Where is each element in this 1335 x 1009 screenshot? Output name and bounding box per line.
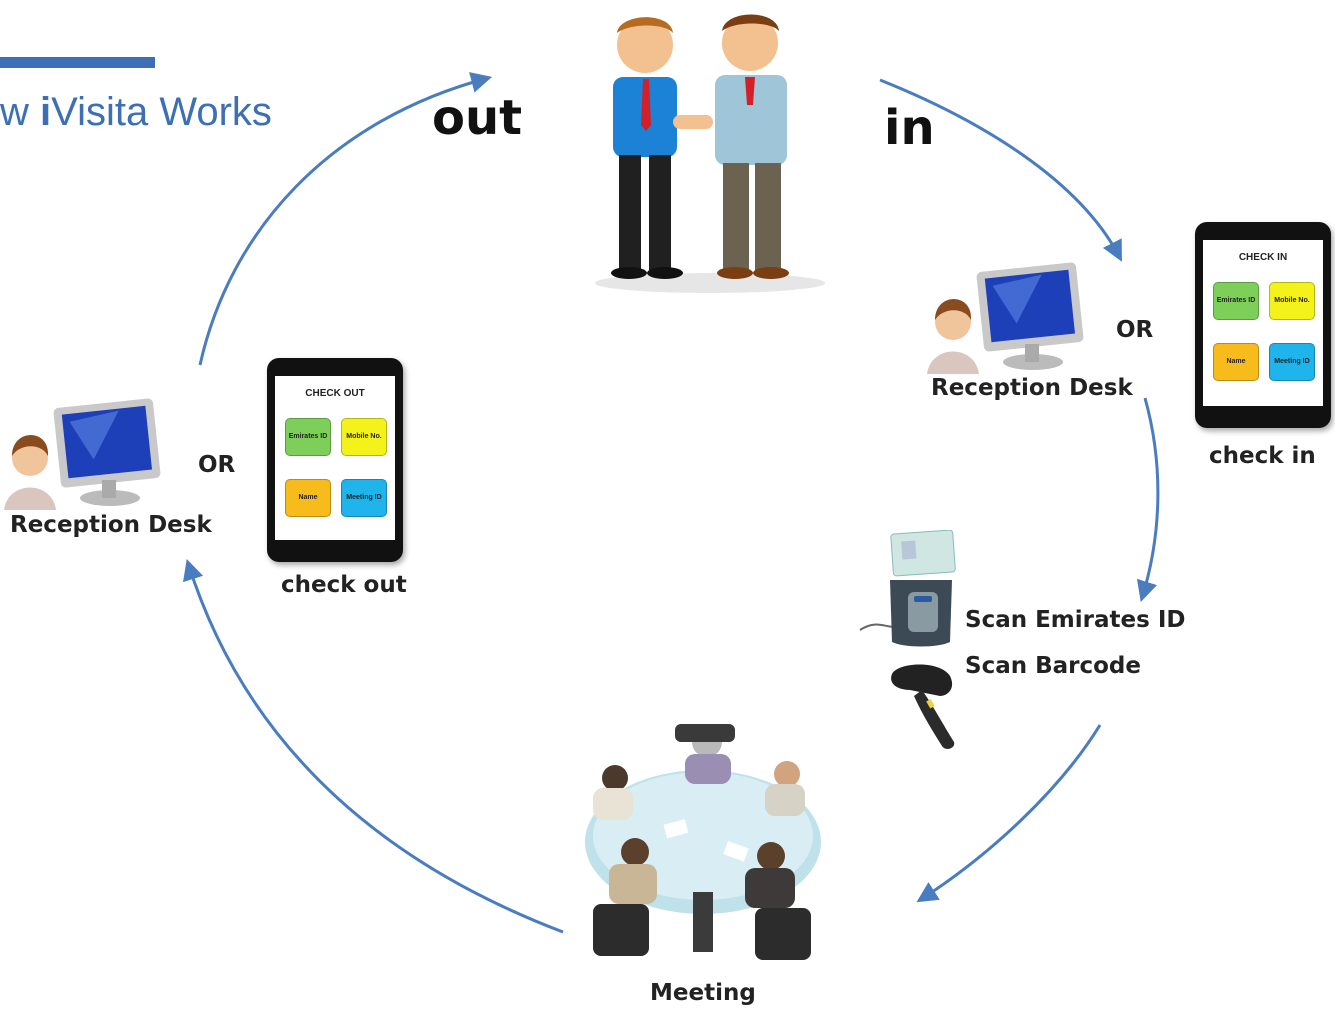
- reception-computer-icon: [927, 262, 1084, 374]
- checkout-tablet-label: check out: [281, 572, 407, 598]
- checkout-tablet-header: CHECK OUT: [305, 388, 365, 399]
- checkin-tablet-icon: CHECK IN Emirates ID Mobile No. Name Mee…: [1195, 222, 1331, 428]
- label-out: out: [432, 90, 523, 146]
- checkin-tablet-screen: CHECK IN Emirates ID Mobile No. Name Mee…: [1203, 240, 1323, 406]
- id-card-reader-icon: [859, 530, 956, 647]
- checkin-tile-mobile-no[interactable]: Mobile No.: [1269, 282, 1315, 320]
- meeting-label: Meeting: [650, 980, 756, 1006]
- checkout-tablet-icon: CHECK OUT Emirates ID Mobile No. Name Me…: [267, 358, 403, 562]
- checkout-tile-emirates-id[interactable]: Emirates ID: [285, 418, 331, 456]
- checkin-or-label: OR: [1116, 317, 1154, 343]
- checkout-tile-meeting-id[interactable]: Meeting ID: [341, 479, 387, 517]
- visitors-icon: [595, 14, 825, 293]
- reception-computer-icon: [4, 398, 161, 510]
- scan-emirates-label: Scan Emirates ID: [965, 607, 1186, 633]
- arrow-to-scan: [1136, 397, 1160, 603]
- title-accent-bar: [0, 57, 155, 68]
- checkin-tile-name[interactable]: Name: [1213, 343, 1259, 381]
- barcode-scanner-icon: [891, 664, 955, 749]
- arrow-to-meeting: [916, 724, 1102, 903]
- checkin-reception-label: Reception Desk: [931, 375, 1133, 401]
- checkin-tile-emirates-id[interactable]: Emirates ID: [1213, 282, 1259, 320]
- page-title: w iVisita Works: [0, 90, 272, 134]
- checkin-tablet-header: CHECK IN: [1238, 252, 1288, 263]
- meeting-table-icon: [585, 724, 821, 960]
- arrow-out: [198, 72, 493, 366]
- arrow-in: [879, 78, 1122, 262]
- checkin-tile-meeting-id[interactable]: Meeting ID: [1269, 343, 1315, 381]
- checkin-tablet-label: check in: [1209, 443, 1316, 469]
- checkout-tile-mobile-no[interactable]: Mobile No.: [341, 418, 387, 456]
- scan-barcode-label: Scan Barcode: [965, 653, 1141, 679]
- checkout-or-label: OR: [198, 452, 236, 478]
- checkout-tablet-screen: CHECK OUT Emirates ID Mobile No. Name Me…: [275, 376, 395, 540]
- checkout-tile-name[interactable]: Name: [285, 479, 331, 517]
- label-in: in: [884, 100, 935, 156]
- checkout-reception-label: Reception Desk: [10, 512, 212, 538]
- arrow-to-checkout: [183, 558, 564, 934]
